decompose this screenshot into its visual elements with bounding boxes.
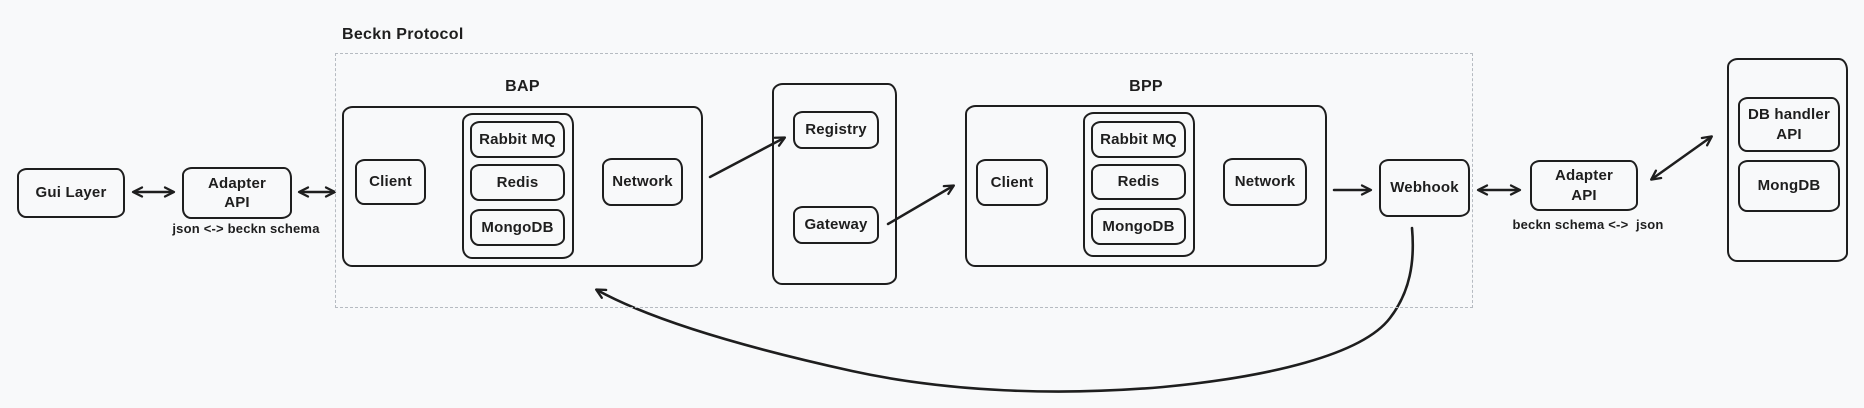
- node-gateway: Gateway: [793, 206, 879, 244]
- registry-gateway-container: [772, 83, 897, 285]
- node-gui-layer: Gui Layer: [17, 168, 125, 218]
- node-bap-network: Network: [602, 158, 683, 206]
- node-db-handler-api: DB handler API: [1738, 97, 1840, 152]
- beckn-protocol-label: Beckn Protocol: [342, 26, 464, 43]
- node-bpp-mongodb: MongoDB: [1091, 208, 1186, 245]
- node-mongdb: MongDB: [1738, 160, 1840, 212]
- bap-label: BAP: [505, 78, 540, 95]
- bpp-container: [965, 105, 1327, 267]
- node-bpp-network: Network: [1223, 158, 1307, 206]
- caption-beckn-schema-json: beckn schema <-> json: [1512, 217, 1664, 232]
- node-adapter-api-right: Adapter API: [1530, 160, 1638, 211]
- node-bpp-rabbitmq: Rabbit MQ: [1091, 121, 1186, 158]
- edge-adapter-dbhandler: [1650, 135, 1713, 181]
- bpp-queue-container: [1083, 112, 1195, 257]
- node-adapter-api-left: Adapter API: [182, 167, 292, 219]
- node-bap-mongodb: MongoDB: [470, 209, 565, 246]
- node-bap-client: Client: [355, 159, 426, 205]
- node-webhook: Webhook: [1379, 159, 1470, 217]
- beckn-protocol-boundary: [335, 53, 1473, 308]
- node-bpp-redis: Redis: [1091, 164, 1186, 200]
- node-bap-rabbitmq: Rabbit MQ: [470, 121, 565, 158]
- bap-queue-container: [462, 113, 574, 259]
- caption-json-beckn-schema: json <-> beckn schema: [172, 221, 320, 236]
- node-bpp-client: Client: [976, 159, 1048, 206]
- bpp-label: BPP: [1129, 78, 1163, 95]
- node-registry: Registry: [793, 111, 879, 149]
- bap-container: [342, 106, 703, 267]
- node-bap-redis: Redis: [470, 164, 565, 201]
- db-handler-container: [1727, 58, 1848, 262]
